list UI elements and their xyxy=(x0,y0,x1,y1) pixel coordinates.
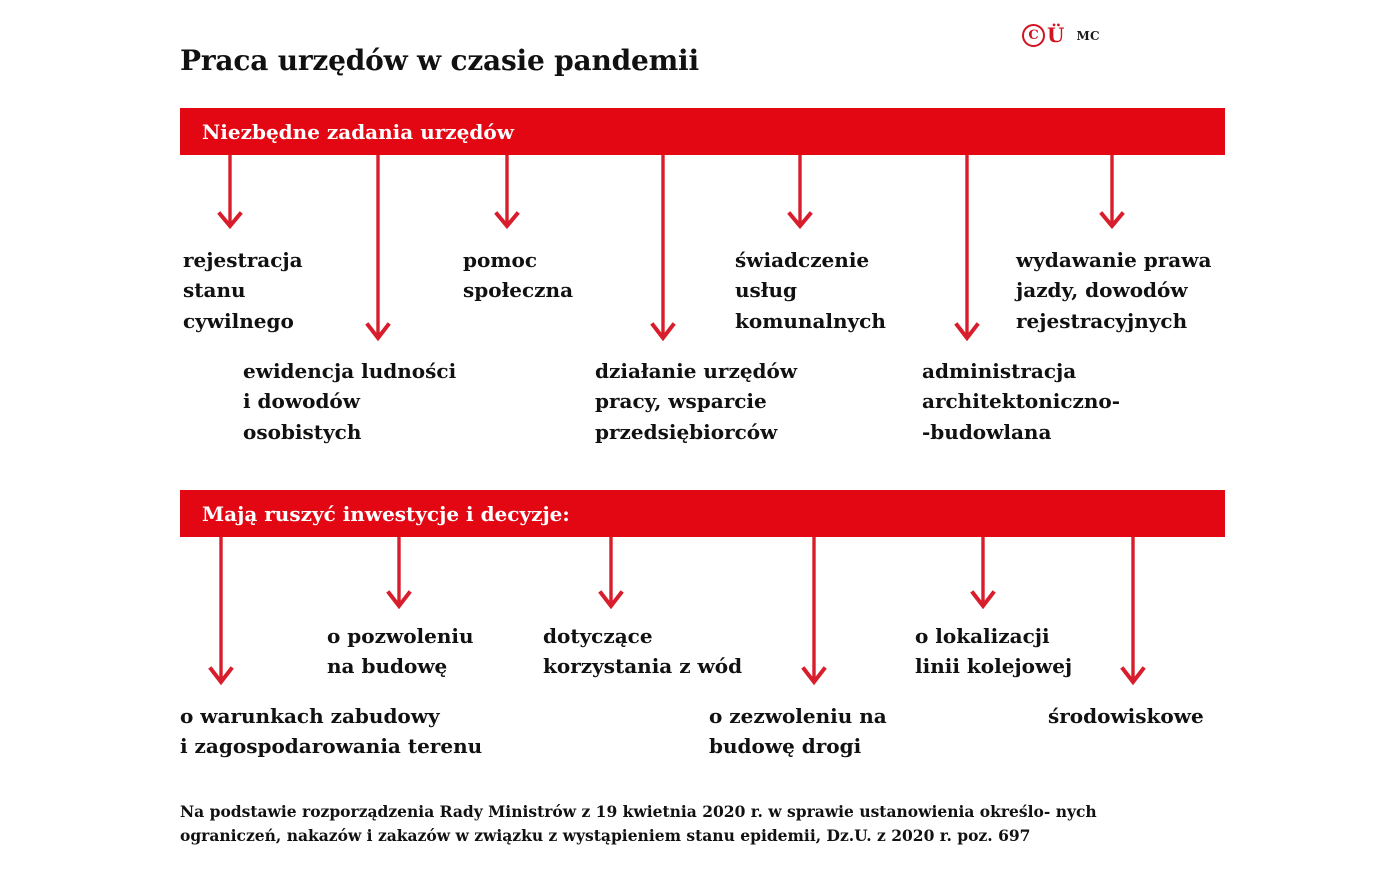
decision-item-label: o zezwoleniu na budowę drogi xyxy=(709,704,887,759)
logo-block: C Ü MC xyxy=(1022,24,1100,47)
logo-u-icon: Ü xyxy=(1047,22,1065,47)
arrow-down-icon xyxy=(365,155,391,345)
task-item-label: administracja architektoniczno- -budowla… xyxy=(922,359,1121,444)
task-item-label: rejestracja stanu cywilnego xyxy=(183,248,303,333)
arrow-down-icon xyxy=(801,537,827,689)
arrow-down-icon xyxy=(954,155,980,345)
arrow-down-icon xyxy=(650,155,676,345)
arrow-down-icon xyxy=(1099,155,1125,233)
task-item-label: świadczenie usług komunalnych xyxy=(735,248,886,333)
page-title: Praca urzędów w czasie pandemii xyxy=(180,44,699,77)
arrow-down-icon xyxy=(970,537,996,613)
arrow-down-icon xyxy=(217,155,243,233)
decision-item-label: dotyczące korzystania z wód xyxy=(543,624,743,679)
arrow-down-icon xyxy=(386,537,412,613)
task-item-label: wydawanie prawa jazdy, dowodów rejestrac… xyxy=(1016,248,1212,333)
copyright-icon: C xyxy=(1022,24,1045,47)
decision-item-label: o pozwoleniu na budowę xyxy=(327,624,474,679)
decision-item-label: o lokalizacji linii kolejowej xyxy=(915,624,1073,679)
arrow-down-icon xyxy=(598,537,624,613)
task-item-label: działanie urzędów pracy, wsparcie przeds… xyxy=(595,359,798,444)
publisher-logo-icon: C Ü xyxy=(1022,24,1064,47)
arrow-down-icon xyxy=(494,155,520,233)
logo-initials: MC xyxy=(1076,28,1100,43)
decision-item-label: środowiskowe xyxy=(1048,704,1204,728)
banner-label: Mają ruszyć inwestycje i decyzje: xyxy=(202,501,570,526)
arrow-down-icon xyxy=(208,537,234,689)
banner-label: Niezbędne zadania urzędów xyxy=(202,119,514,144)
section-banner-investments: Mają ruszyć inwestycje i decyzje: xyxy=(180,490,1225,537)
decision-item-label: o warunkach zabudowy i zagospodarowania … xyxy=(180,704,483,759)
arrow-down-icon xyxy=(787,155,813,233)
arrow-down-icon xyxy=(1120,537,1146,689)
task-item-label: pomoc społeczna xyxy=(463,248,574,303)
section-banner-necessary-tasks: Niezbędne zadania urzędów xyxy=(180,108,1225,155)
source-footnote: Na podstawie rozporządzenia Rady Ministr… xyxy=(180,802,1097,846)
task-item-label: ewidencja ludności i dowodów osobistych xyxy=(243,359,457,444)
